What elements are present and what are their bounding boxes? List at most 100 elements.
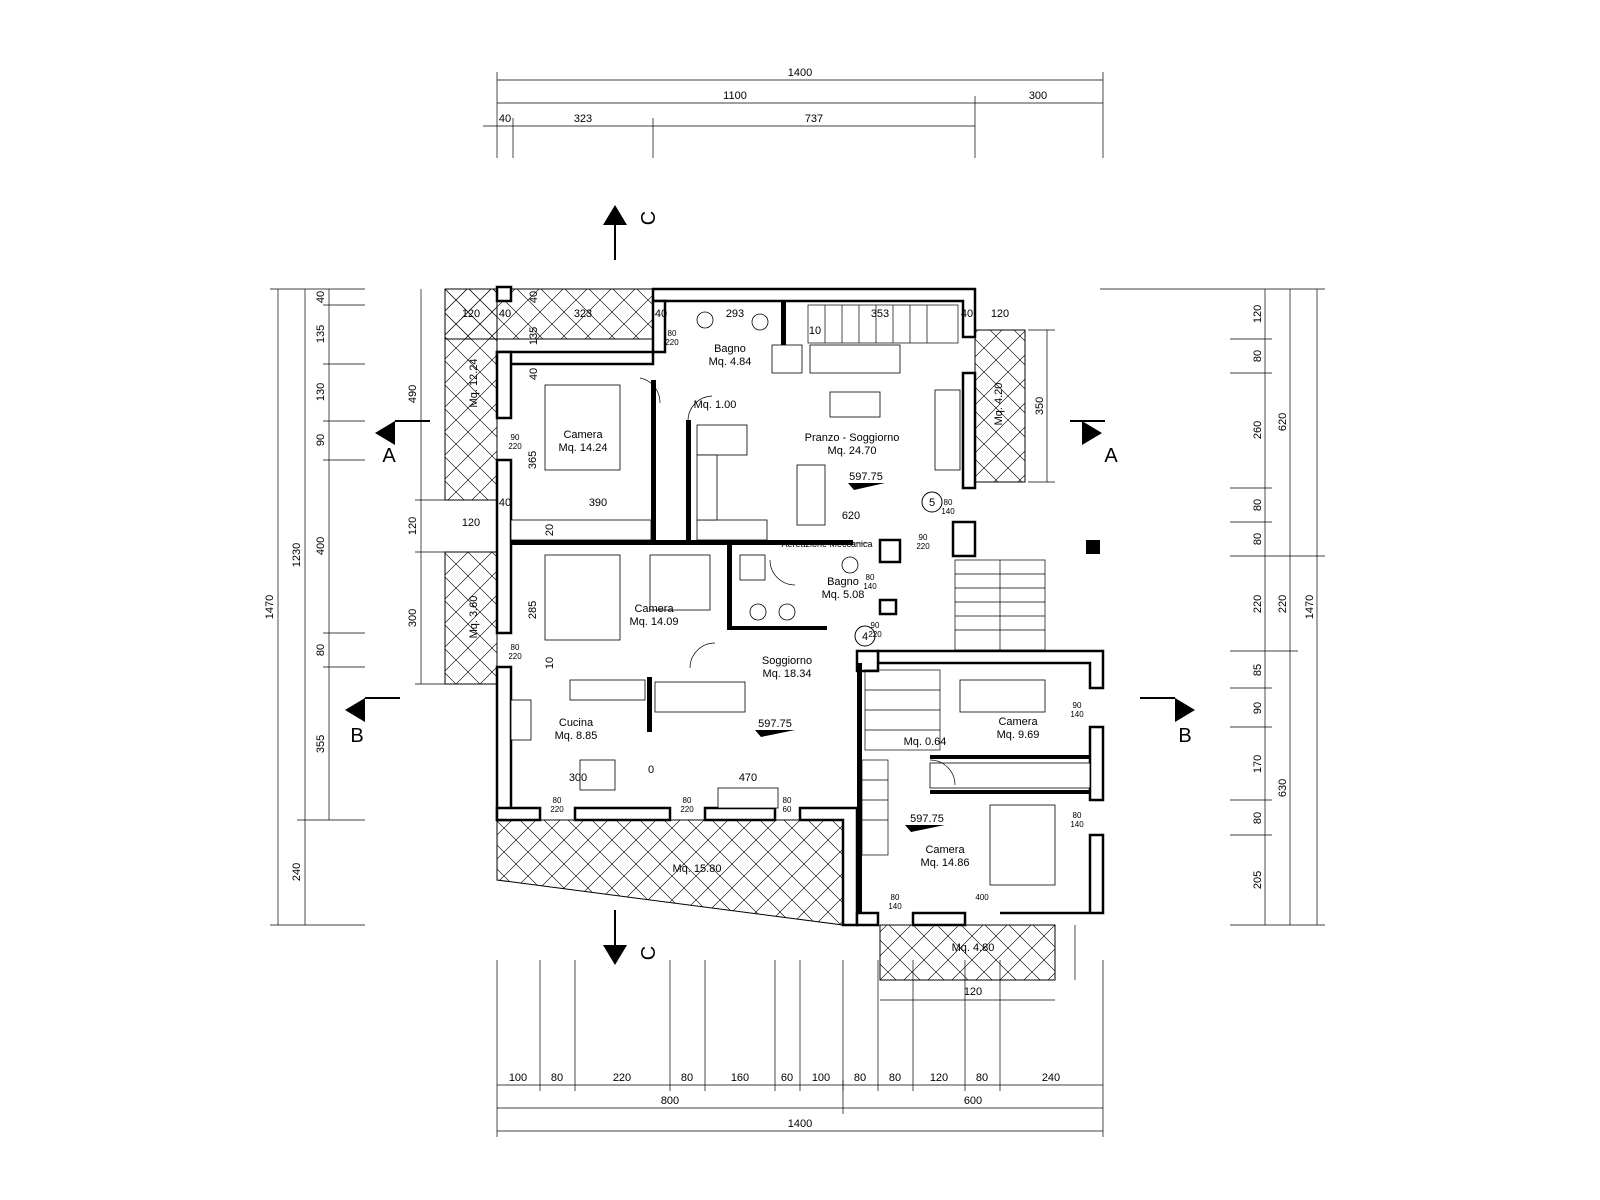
stair-main — [954, 559, 1046, 651]
section-arrows — [345, 205, 1195, 965]
dim-right-620: 620 — [1277, 413, 1289, 431]
room-camera-4-area: Mq. 14.86 — [921, 857, 970, 869]
dim-int-135: 135 — [528, 327, 540, 345]
section-label-a-right: A — [1104, 445, 1118, 467]
marker-5: 5 — [929, 497, 935, 509]
room-disimpegno-area: Mq. 0.64 — [904, 736, 947, 748]
room-corridor-area: Mq. 1.00 — [694, 399, 737, 411]
room-bagno-2-area: Mq. 5.08 — [822, 589, 865, 601]
dim-left-490: 490 — [407, 385, 419, 403]
dim-left-240: 240 — [291, 863, 303, 881]
terrace-east — [974, 329, 1026, 483]
terrace-label-1: Mq. 12.24 — [468, 359, 480, 408]
dim-bottom-80a: 80 — [551, 1072, 563, 1084]
dim-left-120: 120 — [407, 517, 419, 535]
dim-int-40e: 40 — [528, 368, 540, 380]
room-cucina-area: Mq. 8.85 — [555, 730, 598, 742]
dim-right-350: 350 — [1034, 397, 1046, 415]
dim-right-80c: 80 — [1252, 533, 1264, 545]
dim-int-40c: 40 — [655, 308, 667, 320]
room-camera-4-name: Camera — [925, 844, 965, 856]
opening-label-14: 400 — [975, 893, 989, 902]
dim-top-300: 300 — [1029, 90, 1047, 102]
walls — [495, 285, 1105, 927]
terrace-west-upper — [444, 288, 498, 501]
dim-right-170: 170 — [1252, 755, 1264, 773]
dim-int-293: 293 — [726, 308, 744, 320]
dim-right-260: 260 — [1252, 421, 1264, 439]
dim-top-737: 737 — [805, 113, 823, 125]
dim-int-40f: 40 — [499, 497, 511, 509]
room-soggiorno-name: Soggiorno — [762, 655, 812, 667]
terrace-south-east — [879, 924, 1056, 981]
dim-left-400: 400 — [315, 537, 327, 555]
room-pranzo-name: Pranzo - Soggiorno — [805, 432, 900, 444]
dim-int-353: 353 — [871, 308, 889, 320]
dim-left-135: 135 — [315, 325, 327, 343]
dim-right-205: 205 — [1252, 871, 1264, 889]
dim-bottom-800: 800 — [661, 1095, 679, 1107]
dim-right-80b: 80 — [1252, 499, 1264, 511]
dim-int-390: 390 — [589, 497, 607, 509]
dim-int-470: 470 — [739, 772, 757, 784]
dim-left-355: 355 — [315, 735, 327, 753]
room-soggiorno-area: Mq. 18.34 — [763, 668, 812, 680]
room-camera-1-area: Mq. 14.24 — [559, 442, 608, 454]
section-label-c-bottom: C — [638, 946, 660, 960]
section-label-a-left: A — [382, 445, 396, 467]
dim-left-130: 130 — [315, 383, 327, 401]
level-mark-3: 597.75 — [910, 813, 944, 825]
dim-right-90: 90 — [1252, 702, 1264, 714]
dim-right-80a: 80 — [1252, 350, 1264, 362]
room-camera-1-name: Camera — [563, 429, 603, 441]
section-label-b-right: B — [1178, 725, 1191, 747]
dim-top-323: 323 — [574, 113, 592, 125]
dim-left-90: 90 — [315, 434, 327, 446]
partitions — [511, 301, 1090, 913]
stair-upper — [807, 304, 959, 344]
terrace-label-2: Mq. 4.20 — [993, 383, 1005, 426]
right-dimensions — [1028, 288, 1325, 980]
dim-int-120c: 120 — [462, 517, 480, 529]
terrace-label-4: Mq. 15.80 — [673, 863, 722, 875]
stair-lower — [861, 669, 941, 856]
marker-4: 4 — [862, 631, 868, 643]
dim-bottom-80e: 80 — [976, 1072, 988, 1084]
dim-int-40d: 40 — [961, 308, 973, 320]
dim-int-0: 0 — [648, 764, 654, 776]
dim-right-85: 85 — [1252, 664, 1264, 676]
room-camera-3-name: Camera — [998, 716, 1038, 728]
dim-int-120b: 120 — [991, 308, 1009, 320]
dim-bottom-60: 60 — [781, 1072, 793, 1084]
dim-int-40b: 40 — [528, 291, 540, 303]
level-mark-1: 597.75 — [849, 471, 883, 483]
dim-left-40: 40 — [315, 291, 327, 303]
dim-right-630: 630 — [1277, 779, 1289, 797]
dim-int-40a: 40 — [499, 308, 511, 320]
dim-int-20: 20 — [544, 524, 556, 536]
dim-int-285: 285 — [527, 601, 539, 619]
room-camera-2-name: Camera — [634, 603, 674, 615]
dim-int-400: 120 — [964, 986, 982, 998]
top-dimensions — [483, 72, 1104, 158]
dim-left-1470: 1470 — [264, 595, 276, 619]
dim-bottom-600: 600 — [964, 1095, 982, 1107]
bottom-dimensions — [496, 960, 1104, 1137]
terrace-west-lower — [444, 551, 498, 685]
level-arrows — [755, 483, 945, 832]
dim-left-1230: 1230 — [291, 543, 303, 567]
left-dimensions — [270, 288, 445, 926]
dim-bottom-240: 240 — [1042, 1072, 1060, 1084]
dim-bottom-160: 160 — [731, 1072, 749, 1084]
